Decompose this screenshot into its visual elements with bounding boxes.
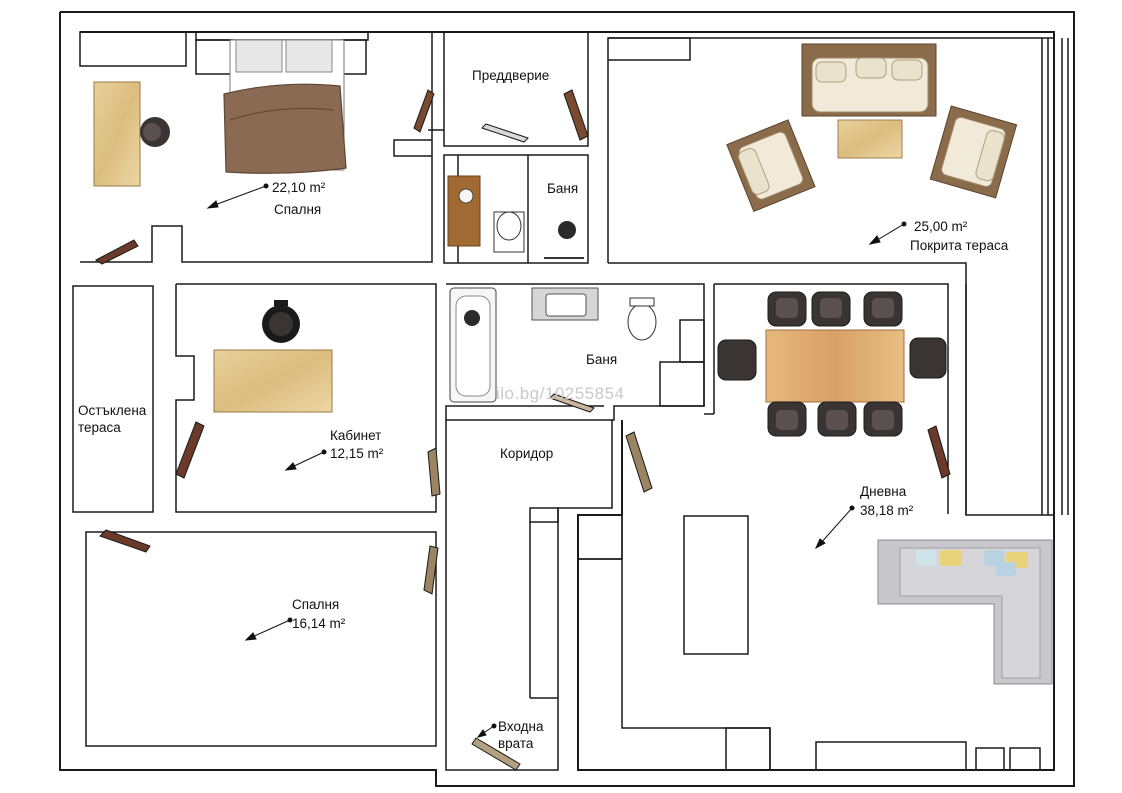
label-vestibule: Преддверие <box>472 68 550 83</box>
bath-small-fixtures <box>447 175 584 259</box>
door-living <box>625 431 653 493</box>
label-bedroom-bottom-name: Спалня <box>292 597 340 612</box>
door-vestibule-swing <box>481 123 529 143</box>
coffee-table <box>837 119 903 159</box>
bath-large-fixtures <box>449 287 657 403</box>
label-covered-terrace-name: Покрита тераса <box>910 238 1009 253</box>
label-bedroom-bottom-area: 16,14 m² <box>292 616 346 631</box>
door-vestibule <box>563 89 589 141</box>
label-study-area: 12,15 m² <box>330 446 384 461</box>
door-entrance <box>471 737 521 771</box>
door-study-2 <box>427 447 441 497</box>
door-living-right <box>927 425 951 479</box>
desk-bedroom <box>93 81 141 187</box>
dining-set <box>717 291 947 437</box>
label-corridor: Коридор <box>500 446 554 461</box>
label-bedroom-top-name: Спалня <box>274 202 322 217</box>
door-bedroom-top-2 <box>95 239 139 265</box>
label-living-name: Дневна <box>860 484 907 499</box>
label-bedroom-top-area: 22,10 m² <box>272 180 326 195</box>
terrace-furniture <box>726 43 1018 213</box>
door-study <box>175 421 205 479</box>
label-bath-large: Баня <box>586 352 618 367</box>
doors <box>95 89 951 771</box>
label-living-area: 38,18 m² <box>860 503 914 518</box>
dining-table <box>765 329 905 403</box>
corner-sofa <box>877 539 1053 685</box>
label-entrance: Входна врата <box>498 719 544 751</box>
label-glazed-terrace: Остъклена тераса <box>78 403 147 435</box>
door-bedroom-bottom-2 <box>423 545 439 595</box>
desk-study <box>213 349 333 413</box>
pointer-dots <box>263 183 907 729</box>
bed-blanket <box>223 83 347 174</box>
interior-walls <box>72 31 1069 771</box>
door-bath-large <box>549 393 595 413</box>
watermark: ilo.bg/10255854 <box>496 384 625 403</box>
label-covered-terrace-area: 25,00 m² <box>914 219 968 234</box>
door-bedroom-top <box>413 89 435 133</box>
door-bedroom-bottom <box>99 529 151 553</box>
label-bath-small: Баня <box>547 181 579 196</box>
toilet <box>627 303 657 341</box>
label-study-name: Кабинет <box>330 428 382 443</box>
study-furniture <box>213 300 333 413</box>
area-pointers <box>206 185 905 738</box>
bedroom-top-furniture <box>93 39 347 187</box>
